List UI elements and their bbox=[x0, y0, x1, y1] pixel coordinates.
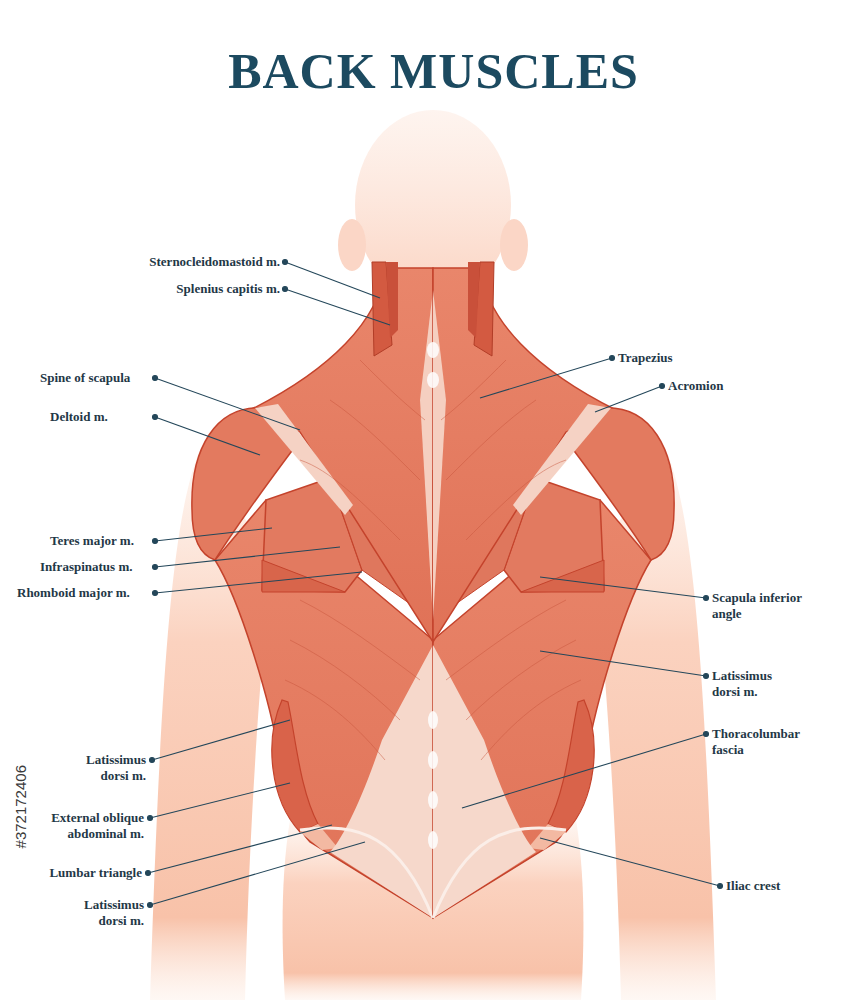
trapezius-tendon bbox=[420, 290, 433, 620]
muscle-label: Teres major m. bbox=[50, 533, 134, 549]
muscle-label: External oblique abdominal m. bbox=[26, 810, 144, 842]
muscle-label: Lumbar triangle bbox=[49, 865, 142, 881]
muscle-label: Deltoid m. bbox=[50, 409, 108, 425]
muscle-label: Scapula inferior angle bbox=[712, 590, 812, 622]
muscle-label: Trapezius bbox=[618, 350, 673, 366]
muscle-label: Thoracolumbar fascia bbox=[712, 726, 824, 758]
ear bbox=[500, 219, 528, 271]
leader-lines bbox=[146, 260, 723, 908]
muscle-label: Iliac crest bbox=[726, 878, 780, 894]
splenius-capitis bbox=[386, 262, 398, 338]
muscle-label: Sternocleidomastoid m. bbox=[149, 254, 280, 270]
skin-silhouette bbox=[150, 110, 716, 1000]
muscle-label: Acromion bbox=[668, 378, 723, 394]
muscle-label: Latissimus dorsi m. bbox=[66, 752, 146, 784]
watermark-id: #372172406 bbox=[12, 765, 29, 848]
iliac-crest-line bbox=[300, 828, 433, 918]
diagram-title: BACK MUSCLES bbox=[0, 42, 867, 100]
muscle-half-mirror bbox=[433, 262, 674, 918]
muscle-label: Latissimus dorsi m. bbox=[64, 897, 144, 929]
ear bbox=[338, 219, 366, 271]
muscle-label: Spine of scapula bbox=[40, 370, 130, 386]
muscle-label: Splenius capitis m. bbox=[176, 281, 280, 297]
external-oblique bbox=[272, 700, 318, 832]
muscle-label: Infraspinatus m. bbox=[40, 559, 132, 575]
muscle-half bbox=[192, 262, 433, 918]
teres-major bbox=[262, 560, 345, 592]
muscle-fibres bbox=[285, 360, 425, 760]
spine-bumps bbox=[427, 342, 439, 849]
muscle-label: Latissimus dorsi m. bbox=[712, 668, 802, 700]
spine-of-scapula bbox=[255, 404, 353, 515]
muscle-label: Rhomboid major m. bbox=[17, 585, 130, 601]
thoracolumbar-fascia bbox=[330, 645, 433, 918]
